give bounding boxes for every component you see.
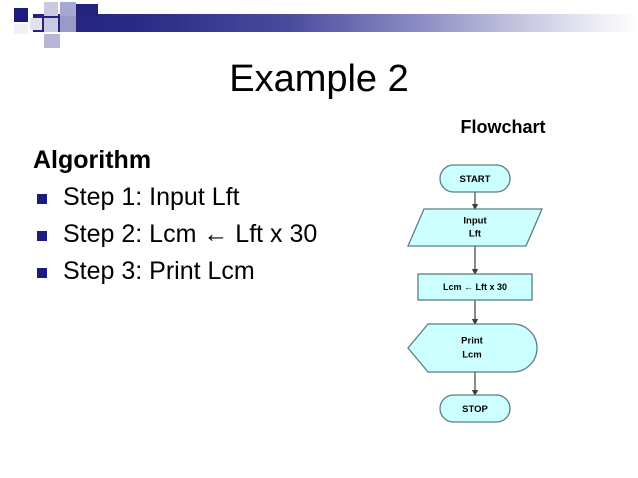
flowchart-node-label: Print	[461, 336, 483, 347]
flowchart-node-label: Lcm	[462, 350, 482, 361]
decorative-square	[44, 18, 58, 32]
list-item: Step 3: Print Lcm	[33, 253, 408, 290]
page-title: Example 2	[229, 58, 409, 100]
bullet-square-icon	[37, 268, 47, 278]
list-item: Step 1: Input Lft	[33, 179, 408, 216]
flowchart-node-label: Lft	[469, 229, 482, 240]
flowchart-node-input[interactable]: Input Lft	[407, 208, 543, 247]
decorative-square	[60, 2, 76, 16]
flowchart-node-start[interactable]: START	[439, 164, 511, 193]
decorative-square	[44, 34, 60, 48]
decorative-square	[30, 18, 42, 30]
display-shape	[407, 323, 538, 373]
flowchart-heading: Flowchart	[460, 117, 546, 137]
algorithm-step-label: Step 3: Print Lcm	[63, 257, 255, 285]
flowchart-node-label: Lcm ← Lft x 30	[443, 282, 507, 292]
decorative-square	[30, 0, 44, 12]
decorative-square-mosaic	[0, 0, 130, 48]
algorithm-heading: Algorithm	[33, 146, 152, 174]
decorative-square	[76, 4, 98, 16]
list-item: Step 2: Lcm ← Lft x 30	[33, 216, 408, 253]
flowchart-node-stop[interactable]: STOP	[439, 394, 511, 423]
flowchart-node-process[interactable]: Lcm ← Lft x 30	[417, 273, 533, 301]
algorithm-section: Algorithm Step 1: Input Lft Step 2: Lcm …	[33, 144, 408, 290]
bullet-square-icon	[37, 194, 47, 204]
process-shape	[417, 273, 533, 301]
decorative-square	[44, 2, 58, 16]
algorithm-step-list: Step 1: Input Lft Step 2: Lcm ← Lft x 30…	[33, 179, 408, 290]
decorative-square	[60, 16, 76, 32]
header-gradient-bar	[33, 14, 638, 32]
flowchart-node-label: START	[460, 174, 491, 185]
decorative-square	[14, 24, 28, 34]
bullet-square-icon	[37, 231, 47, 241]
flowchart-diagram: START Input Lft Lcm ← Lft x 30 Print Lcm…	[396, 150, 576, 440]
algorithm-step-label: Step 1: Input Lft	[63, 183, 240, 211]
parallelogram-shape	[407, 208, 543, 247]
flowchart-node-label: Input	[463, 216, 487, 227]
decorative-square	[14, 8, 28, 22]
flowchart-node-label: STOP	[462, 404, 488, 415]
algorithm-step-label: Step 2: Lcm ← Lft x 30	[63, 220, 318, 248]
terminator-shape	[439, 164, 511, 193]
terminator-shape	[439, 394, 511, 423]
flowchart-node-print[interactable]: Print Lcm	[407, 323, 538, 373]
